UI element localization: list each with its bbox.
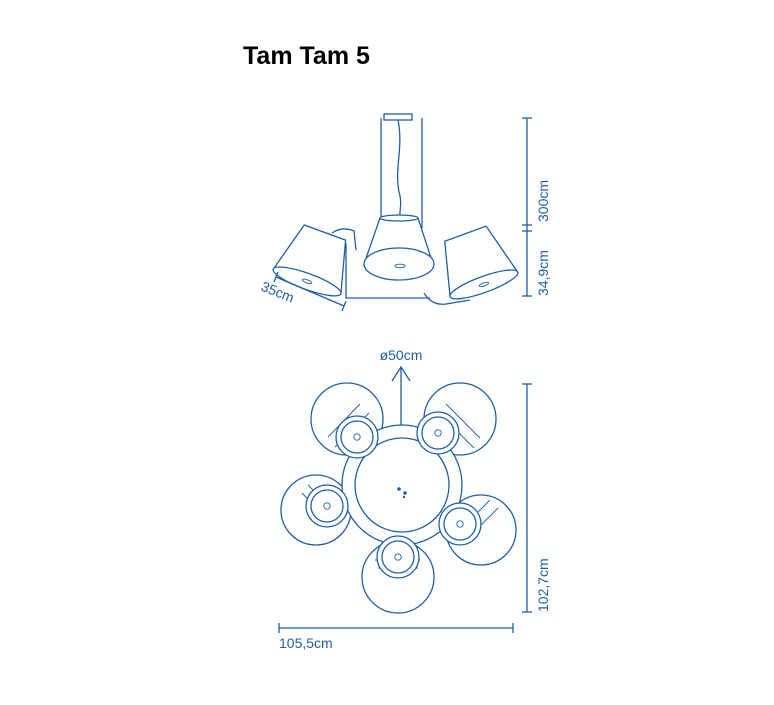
shade-diameter-dimension-line <box>275 276 345 307</box>
shade-mid-right-inner <box>438 502 482 546</box>
center-diameter-label: ø50cm <box>380 347 423 363</box>
lamp-frame-rear <box>423 292 471 305</box>
shade-top-left-inner <box>335 415 379 459</box>
shade-top-right-inner <box>416 411 460 455</box>
side-view: 300cm 34,9cm 35cm <box>259 113 551 312</box>
lamp-frame <box>345 230 430 299</box>
shade-mid-left-inner <box>305 484 349 528</box>
top-view: ø50cm <box>278 347 551 651</box>
shade-right <box>444 225 519 300</box>
shade-center <box>363 214 435 281</box>
power-cord <box>396 119 402 219</box>
cable-height-label: 300cm <box>535 180 551 222</box>
shade-bottom-inner <box>376 535 420 579</box>
arrow-head-icon <box>391 365 411 382</box>
ceiling-canopy <box>383 113 413 121</box>
shade-height-label: 34,9cm <box>535 250 551 296</box>
depth-label: 102,7cm <box>535 558 551 612</box>
product-title: Tam Tam 5 <box>243 42 370 70</box>
center-disc <box>341 424 463 546</box>
width-label: 105,5cm <box>279 635 333 651</box>
